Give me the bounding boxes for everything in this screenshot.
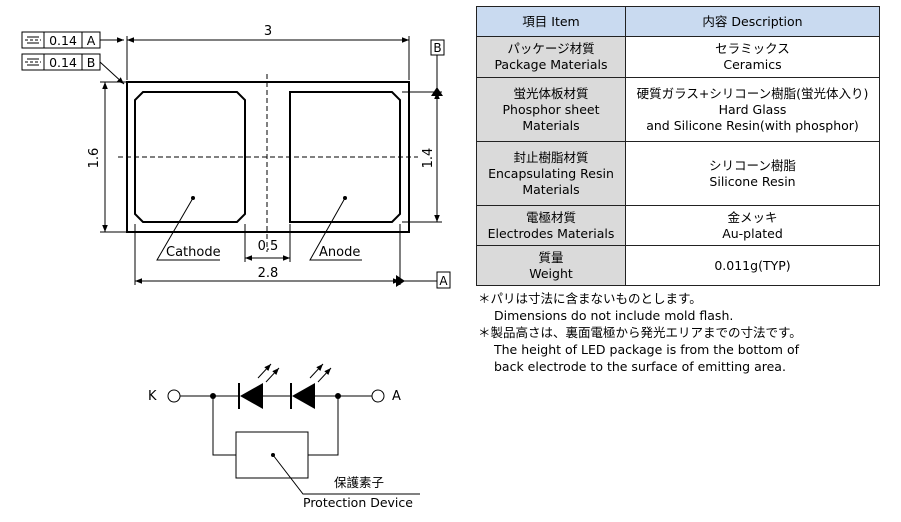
row-desc-line: 金メッキ <box>727 209 778 225</box>
note-en: back electrode to the surface of emittin… <box>494 359 786 374</box>
row-desc-line: Hard Glass <box>718 101 787 117</box>
svg-text:0.14: 0.14 <box>49 55 77 70</box>
cathode-pad <box>134 91 246 223</box>
cathode-label: Cathode <box>166 245 221 260</box>
row-desc-line: 硬質ガラス+シリコーン樹脂(蛍光体入り) <box>636 85 869 101</box>
row-item-line: パッケージ材質 <box>507 41 595 56</box>
row-desc-line: and Silicone Resin(with phosphor) <box>646 117 859 133</box>
row-item-line: Package Materials <box>494 57 608 72</box>
note-jp: ＊パリは寸法に含まないものとします。 <box>478 291 702 306</box>
row-item-line: Phosphor sheet <box>502 101 600 117</box>
row-item-line: 電極材質 <box>525 209 576 225</box>
dim-pad-span-label: 2.8 <box>258 266 279 281</box>
row-desc-line: 0.011g(TYP) <box>714 257 791 273</box>
table-row: 蛍光体板材質 Phosphor sheet Materials 硬質ガラス+シリ… <box>476 77 880 142</box>
terminal-k <box>167 389 181 403</box>
row-item-line: Electrodes Materials <box>487 225 615 241</box>
dim-pad-height-label: 1.4 <box>421 148 436 169</box>
anode-pad <box>289 91 401 223</box>
terminal-a-label: A <box>392 389 401 404</box>
dim-pad-gap-label: 0.5 <box>258 239 279 254</box>
spec-table: 項目 Item 内容 Description パッケージ材質 Package M… <box>476 6 880 286</box>
row-item-line: Materials <box>522 181 580 197</box>
table-row: 質量 Weight 0.011g(TYP) <box>476 245 880 286</box>
led-diode-1 <box>240 383 263 409</box>
protection-label-en: Protection Device <box>303 495 413 510</box>
tolerance-frame-b: 0.14 B <box>21 53 101 71</box>
circuit-schematic: K A 保護素子 Protection Device <box>148 363 420 510</box>
row-item-line: 質量 <box>538 249 564 265</box>
row-item-line: Weight <box>529 265 573 281</box>
note-jp: ＊製品高さは、裏面電極から発光エリアまでの寸法です。 <box>478 325 802 340</box>
protection-label-jp: 保護素子 <box>334 475 384 490</box>
dim-overall-width-label: 3 <box>264 24 272 39</box>
dim-overall-height-label: 1.6 <box>87 148 102 169</box>
note-en: The height of LED package is from the bo… <box>494 342 800 357</box>
datum-a-box <box>436 271 451 289</box>
row-desc-line: セラミックス <box>715 41 790 56</box>
datum-a-triangle <box>396 275 405 287</box>
svg-text:0.14: 0.14 <box>49 33 77 48</box>
protection-leader <box>272 454 420 495</box>
row-desc-line: Ceramics <box>723 57 782 72</box>
row-item-line: Encapsulating Resin <box>488 165 614 181</box>
table-row: パッケージ材質 Package Materials セラミックス Ceramic… <box>476 36 880 78</box>
table-header-item: 項目 Item <box>476 6 626 37</box>
row-desc-line: Silicone Resin <box>709 173 796 189</box>
row-desc-line: Au-plated <box>722 225 783 241</box>
svg-text:B: B <box>87 55 96 70</box>
row-item-line: Materials <box>522 117 580 133</box>
table-row: 封止樹脂材質 Encapsulating Resin Materials シリコ… <box>476 141 880 206</box>
terminal-k-label: K <box>148 389 157 404</box>
row-item-line: 封止樹脂材質 <box>513 149 589 165</box>
datum-b-triangle <box>431 87 443 96</box>
table-row: 電極材質 Electrodes Materials 金メッキ Au-plated <box>476 205 880 246</box>
anode-leader <box>309 197 362 261</box>
datum-a-label: A <box>439 274 448 288</box>
cathode-leader <box>156 197 220 261</box>
note-en: Dimensions do not include mold flash. <box>494 308 734 323</box>
row-desc-line: シリコーン樹脂 <box>709 157 796 173</box>
note-2: ＊製品高さは、裏面電極から発光エリアまでの寸法です。 The height of… <box>478 324 802 375</box>
notes: ＊パリは寸法に含まないものとします。 Dimensions do not inc… <box>478 290 802 375</box>
tolerance-frame-a: 0.14 A <box>21 31 101 49</box>
table-header-desc: 内容 Description <box>625 6 880 37</box>
anode-label: Anode <box>319 245 360 260</box>
datum-b-label: B <box>433 41 441 55</box>
led-diode-2 <box>292 383 315 409</box>
row-item-line: 蛍光体板材質 <box>513 85 589 101</box>
terminal-a <box>371 389 385 403</box>
package-drawing: 3 0.14 A 0.14 B 1.6 1.4 B 0.5 2 <box>21 24 451 510</box>
note-1: ＊パリは寸法に含まないものとします。 Dimensions do not inc… <box>478 290 802 324</box>
svg-text:A: A <box>87 33 96 48</box>
